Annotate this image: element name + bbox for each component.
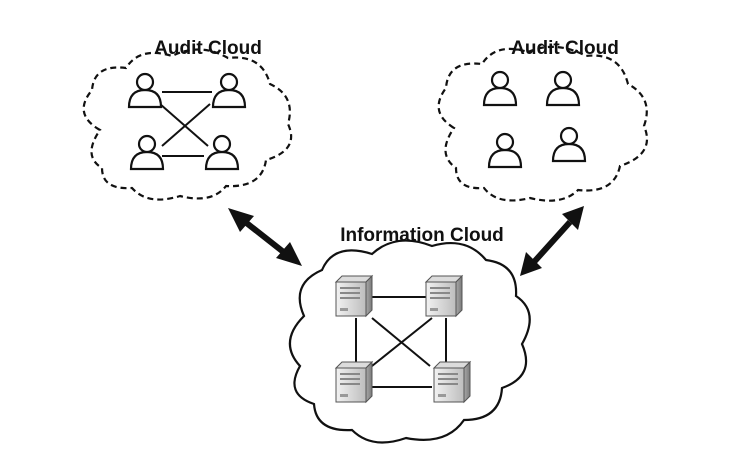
user-icon <box>127 72 163 109</box>
link-left-diag-b <box>161 103 211 147</box>
audit-cloud-right: Audit Cloud <box>437 38 649 202</box>
audit-cloud-right-outline <box>437 45 649 202</box>
user-icon <box>487 132 523 169</box>
arrow-right-bidirectional <box>520 206 584 276</box>
user-icon <box>551 126 587 163</box>
user-icon <box>211 72 247 109</box>
information-cloud-label: Information Cloud <box>340 225 504 246</box>
information-cloud-outline <box>288 239 531 444</box>
audit-cloud-left-label: Audit Cloud <box>154 38 262 59</box>
link-info-diag-b <box>371 317 433 367</box>
arrow-left-bidirectional <box>228 208 302 266</box>
server-icon <box>425 275 463 317</box>
server-icon <box>433 361 471 403</box>
audit-cloud-left: Audit Cloud <box>82 38 293 201</box>
audit-cloud-right-label: Audit Cloud <box>511 38 619 59</box>
user-icon <box>129 134 165 171</box>
information-cloud: Information Cloud <box>288 225 531 444</box>
user-icon <box>204 134 240 171</box>
user-icon <box>545 70 581 107</box>
server-icon <box>335 275 373 317</box>
user-icon <box>482 70 518 107</box>
link-left-diag-a <box>159 103 209 147</box>
server-icon <box>335 361 373 403</box>
audit-cloud-left-outline <box>82 48 293 201</box>
